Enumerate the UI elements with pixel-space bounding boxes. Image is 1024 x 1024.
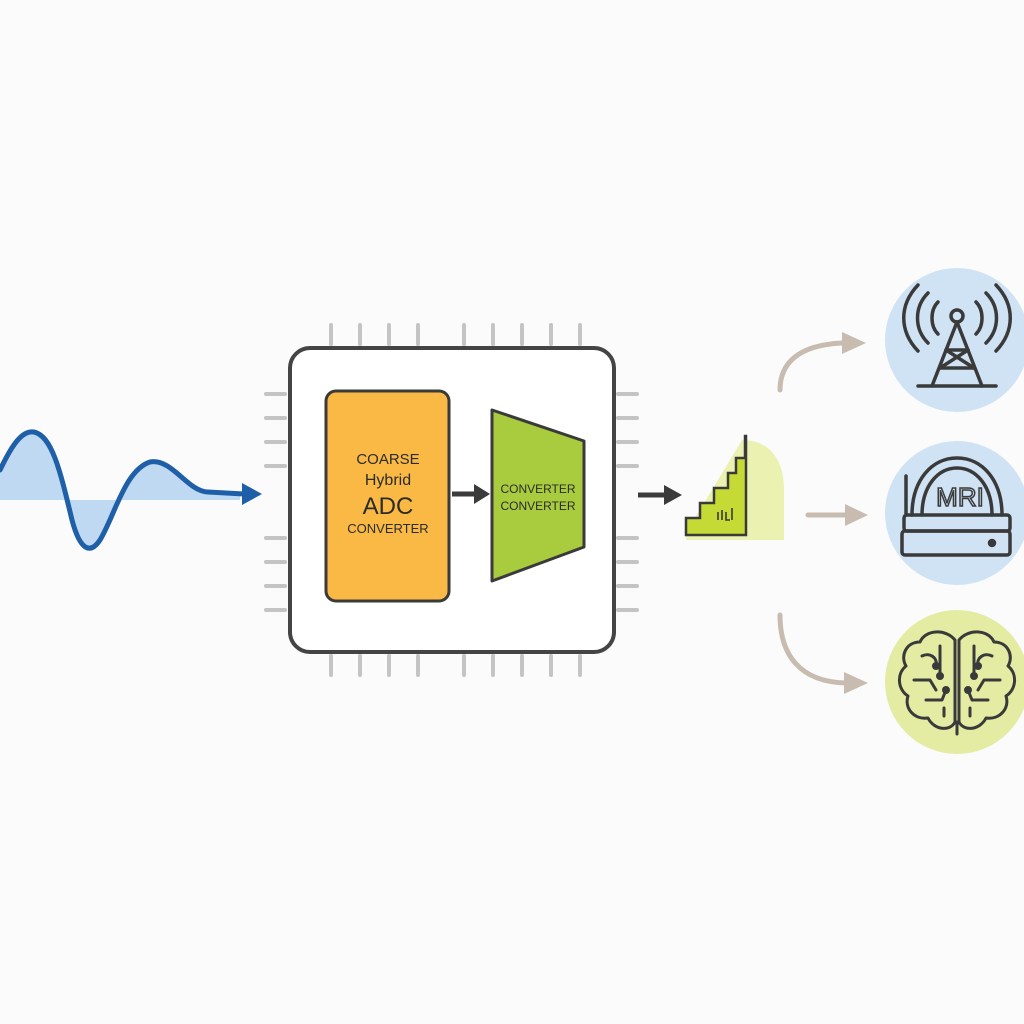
chip-top-pins (329, 323, 582, 346)
output-arrow (638, 485, 682, 505)
internal-arrow (452, 484, 490, 504)
radio-tower-icon (885, 268, 1024, 412)
app-connector-middle (805, 504, 868, 526)
fine-converter-label-2: CONVERTER (500, 499, 575, 513)
coarse-adc-rect (324, 389, 451, 603)
mri-label: MRI (936, 482, 984, 512)
coarse-adc-block: COARSE Hybrid ADC CONVERTER (324, 389, 451, 603)
coarse-adc-label-4: CONVERTER (347, 521, 428, 536)
app-connector-top (777, 332, 866, 393)
digital-staircase-icon (684, 434, 784, 540)
brain-circuit-icon (885, 610, 1024, 754)
mri-scanner-circle (885, 441, 1024, 585)
input-arrow-head (242, 483, 262, 505)
waveform-fill (0, 431, 240, 549)
waveform-line (0, 429, 247, 551)
fine-converter-trapezoid (490, 408, 586, 583)
app-connector-bottom (777, 612, 868, 694)
mri-scanner-icon: MRI (885, 441, 1024, 585)
chip-left-pins (264, 392, 287, 612)
coarse-adc-label-3: ADC (363, 493, 414, 520)
chip-right-pins (616, 392, 639, 612)
coarse-adc-label-1: COARSE (356, 451, 419, 468)
chip-bottom-pins (329, 654, 582, 677)
coarse-adc-label-2: Hybrid (365, 472, 411, 489)
fine-converter-block: CONVERTER CONVERTER (490, 408, 586, 583)
staircase-shape (684, 434, 748, 537)
staircase-marks (717, 508, 733, 521)
analog-waveform-icon (0, 429, 262, 551)
fine-converter-label-1: CONVERTER (500, 482, 575, 496)
